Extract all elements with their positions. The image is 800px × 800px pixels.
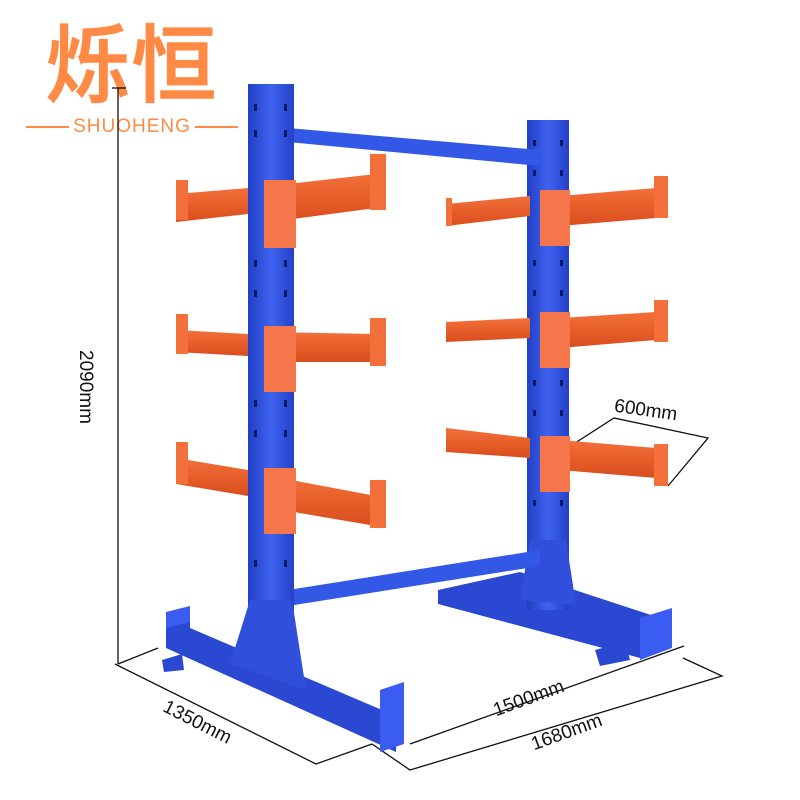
dimension-lines	[112, 87, 724, 771]
top-crossbar	[288, 128, 540, 166]
brand-name-cn: 烁恒	[45, 17, 218, 115]
bottom-crossbar	[288, 550, 540, 606]
height-dimension-label: 2090mm	[74, 350, 96, 424]
brand-name-en-row: SHUOHENG	[22, 116, 242, 138]
right-arms	[446, 176, 668, 492]
divider-line	[194, 126, 239, 128]
divider-line	[26, 126, 70, 128]
right-base	[438, 572, 672, 666]
brand-logo: 烁恒 SHUOHENG	[22, 18, 242, 138]
left-arms	[176, 154, 386, 534]
left-base	[162, 600, 404, 752]
brand-name-en: SHUOHENG	[73, 116, 191, 137]
